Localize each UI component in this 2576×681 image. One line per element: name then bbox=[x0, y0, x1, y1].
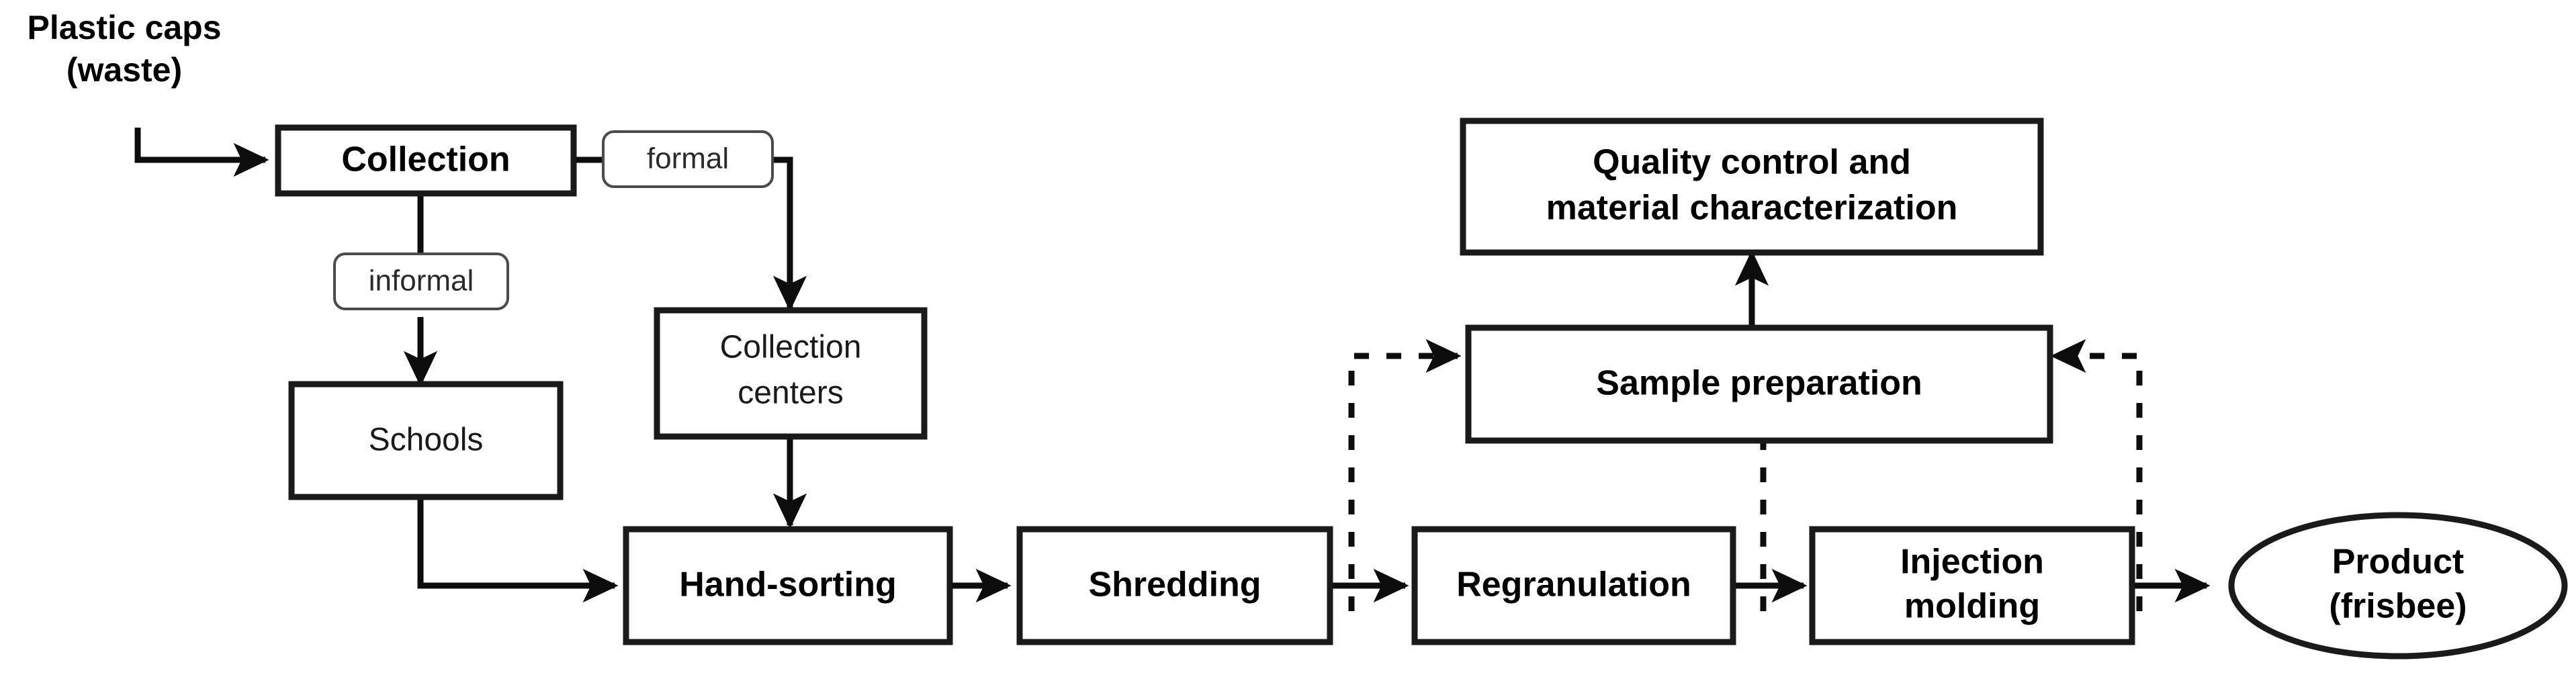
node-injection-molding-box[interactable] bbox=[1809, 526, 2135, 645]
node-collection-label: Collection bbox=[341, 140, 510, 179]
node-quality-control-label-line-2: material characterization bbox=[1546, 189, 1958, 228]
node-product[interactable]: Product (frisbee) bbox=[2228, 512, 2568, 660]
node-schools[interactable]: Schools bbox=[288, 381, 564, 500]
node-schools-box[interactable] bbox=[288, 381, 564, 500]
node-injection-molding-label-line-2: molding bbox=[1904, 587, 2040, 626]
node-collection[interactable]: Collection bbox=[275, 124, 577, 197]
node-quality-control[interactable]: Quality control and material characteriz… bbox=[1460, 118, 2044, 256]
edge-schools-to-hand-sorting bbox=[417, 498, 619, 603]
node-quality-control-box[interactable] bbox=[1460, 118, 2044, 256]
node-collection-box[interactable] bbox=[275, 124, 577, 197]
node-sample-preparation[interactable]: Sample preparation bbox=[1465, 324, 2053, 444]
edge-formal-to-collection-centers bbox=[771, 156, 807, 312]
caption-line-2: (waste) bbox=[66, 51, 182, 89]
node-regranulation-box[interactable] bbox=[1411, 526, 1736, 645]
caption-plastic-caps: Plastic caps (waste) bbox=[27, 9, 221, 89]
caption-line-1: Plastic caps bbox=[27, 9, 221, 46]
node-injection-molding[interactable]: Injection molding bbox=[1809, 526, 2135, 645]
tag-formal-box[interactable] bbox=[602, 130, 774, 188]
node-shredding[interactable]: Shredding bbox=[1016, 526, 1333, 645]
node-hand-sorting[interactable]: Hand-sorting bbox=[623, 526, 953, 645]
node-hand-sorting-box[interactable] bbox=[623, 526, 953, 645]
tag-formal-label: formal bbox=[647, 142, 729, 175]
node-collection-centers-label-line-1: Collection bbox=[720, 330, 862, 365]
node-shredding-label: Shredding bbox=[1088, 565, 1261, 604]
node-collection-centers-label-line-2: centers bbox=[738, 375, 843, 411]
node-injection-molding-label-line-1: Injection bbox=[1900, 543, 2044, 582]
tag-informal-label: informal bbox=[369, 265, 474, 298]
tag-informal[interactable]: informal bbox=[333, 253, 509, 310]
node-sample-preparation-box[interactable] bbox=[1465, 324, 2053, 444]
node-product-label-line-2: (frisbee) bbox=[2329, 587, 2467, 626]
node-collection-centers[interactable]: Collection centers bbox=[654, 307, 928, 440]
edge-waste-to-collection bbox=[134, 128, 269, 177]
edge-dashed-shredding-to-sample-preparation bbox=[1348, 338, 1462, 611]
node-product-label-line-1: Product bbox=[2332, 543, 2464, 582]
node-regranulation[interactable]: Regranulation bbox=[1411, 526, 1736, 645]
node-shredding-box[interactable] bbox=[1016, 526, 1333, 645]
node-schools-label: Schools bbox=[369, 422, 484, 458]
node-product-ellipse[interactable] bbox=[2228, 512, 2568, 660]
node-hand-sorting-label: Hand-sorting bbox=[679, 565, 897, 604]
tag-informal-box[interactable] bbox=[333, 253, 509, 310]
tag-formal[interactable]: formal bbox=[602, 130, 774, 188]
node-sample-preparation-label: Sample preparation bbox=[1596, 364, 1922, 403]
node-quality-control-label-line-1: Quality control and bbox=[1593, 143, 1911, 182]
node-regranulation-label: Regranulation bbox=[1456, 565, 1691, 604]
node-collection-centers-box[interactable] bbox=[654, 307, 928, 440]
